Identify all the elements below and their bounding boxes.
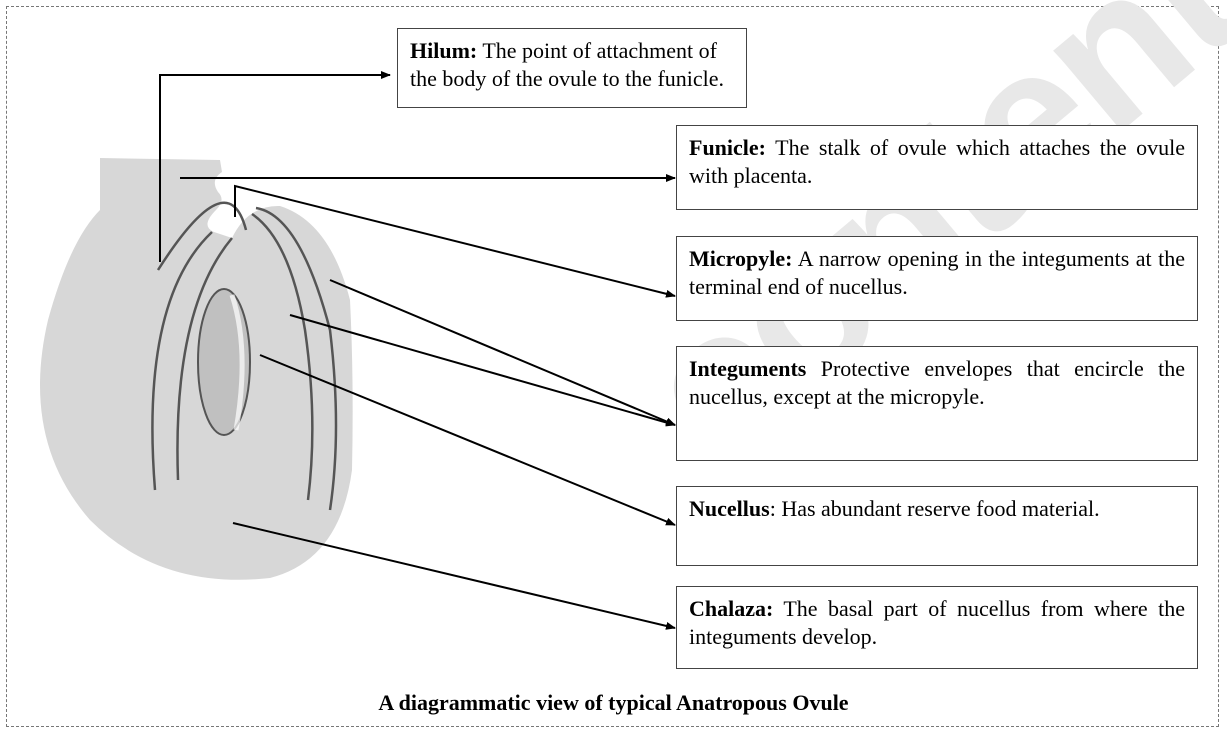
hilum-label: Hilum: The point of attachment of the bo…	[397, 28, 747, 108]
chalaza-label: Chalaza: The basal part of nucellus from…	[676, 586, 1198, 669]
ovule-body	[40, 158, 353, 580]
micropyle-label: Micropyle: A narrow opening in the integ…	[676, 236, 1198, 321]
integuments-label: Integuments Protective envelopes that en…	[676, 346, 1198, 461]
chalaza-pointer	[233, 523, 675, 628]
nucellus-label: Nucellus: Has abundant reserve food mate…	[676, 486, 1198, 566]
funicle-label: Funicle: The stalk of ovule which attach…	[676, 125, 1198, 210]
integuments-pointer-1	[330, 280, 675, 425]
diagram-caption: A diagrammatic view of typical Anatropou…	[0, 690, 1227, 716]
